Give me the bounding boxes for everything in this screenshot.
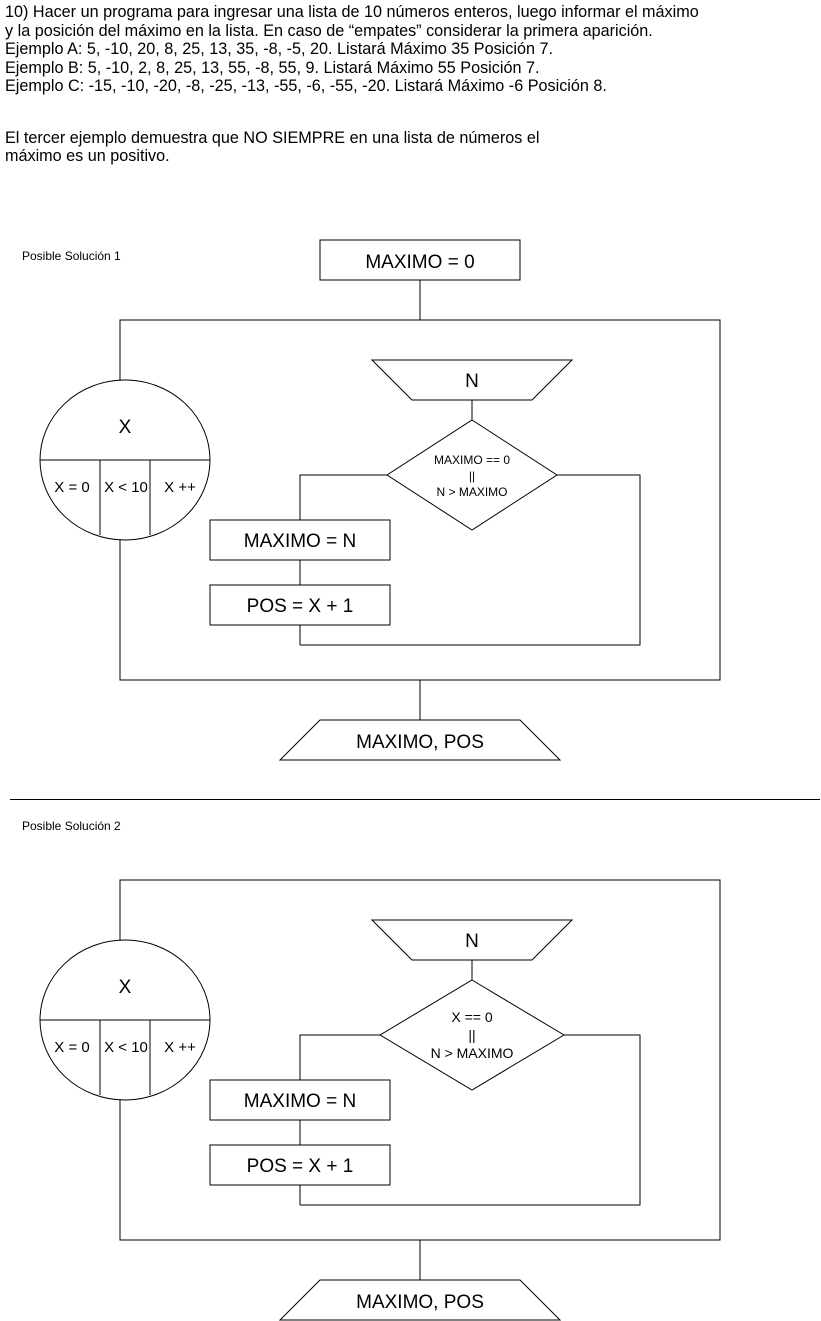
- condition-line-1: X == 0: [451, 1009, 492, 1025]
- statement-line-1: 10) Hacer un programa para ingresar una …: [5, 3, 699, 21]
- input-shape: [370, 919, 574, 961]
- connector: [300, 1034, 641, 1206]
- output-shape: [278, 719, 562, 761]
- example-a: Ejemplo A: 5, -10, 20, 8, 25, 13, 35, -8…: [5, 40, 553, 58]
- condition-line-2: ||: [468, 1027, 475, 1043]
- assign-pos-text: POS = X + 1: [247, 596, 354, 617]
- loop-inc-text: X ++: [164, 479, 196, 496]
- condition-line-3: N > MAXIMO: [431, 1045, 514, 1061]
- note-line-1: El tercer ejemplo demuestra que NO SIEMP…: [5, 128, 540, 147]
- output-text: MAXIMO, POS: [356, 1292, 484, 1313]
- output-text: MAXIMO, POS: [356, 732, 484, 753]
- note-line-2: máximo es un positivo.: [5, 147, 170, 165]
- loop-body: [119, 879, 721, 1241]
- input-text: N: [465, 931, 479, 952]
- solution-2-diagram: [39, 879, 721, 1321]
- section-divider: [10, 799, 820, 800]
- statement-line-2: y la posición del máximo en la lista. En…: [5, 21, 653, 40]
- loop-cond-text: X < 10: [104, 1039, 148, 1056]
- assign-pos-text: POS = X + 1: [247, 1156, 354, 1177]
- example-b: Ejemplo B: 5, -10, 2, 8, 25, 13, 55, -8,…: [5, 58, 540, 77]
- loop-var-text: X: [119, 417, 132, 438]
- output-shape: [278, 1279, 562, 1321]
- decision-diamond: [379, 979, 565, 1091]
- problem-statement: 10) Hacer un programa para ingresar una …: [5, 3, 821, 166]
- input-text: N: [465, 371, 479, 392]
- solution-1-diagram: [39, 239, 721, 761]
- solution-2-label: Posible Solución 2: [22, 819, 121, 833]
- condition-line-1: MAXIMO == 0: [434, 453, 510, 467]
- connector: [299, 474, 387, 520]
- condition-line-3: N > MAXIMO: [436, 485, 507, 499]
- loop-init-text: X = 0: [54, 479, 89, 496]
- connector: [299, 1034, 380, 1080]
- decision-diamond: [386, 419, 558, 531]
- loop-cond-text: X < 10: [104, 479, 148, 496]
- assign-max-text: MAXIMO = N: [244, 531, 356, 552]
- loop-init-text: X = 0: [54, 1039, 89, 1056]
- loop-body: [119, 319, 721, 681]
- assign-max-text: MAXIMO = N: [244, 1091, 356, 1112]
- loop-var-text: X: [119, 977, 132, 998]
- input-shape: [370, 359, 574, 401]
- example-c: Ejemplo C: -15, -10, -20, -8, -25, -13, …: [5, 77, 607, 95]
- condition-line-2: ||: [469, 469, 475, 483]
- connector: [300, 474, 641, 646]
- loop-inc-text: X ++: [164, 1039, 196, 1056]
- init-text: MAXIMO = 0: [365, 252, 474, 273]
- solution-1-label: Posible Solución 1: [22, 249, 121, 263]
